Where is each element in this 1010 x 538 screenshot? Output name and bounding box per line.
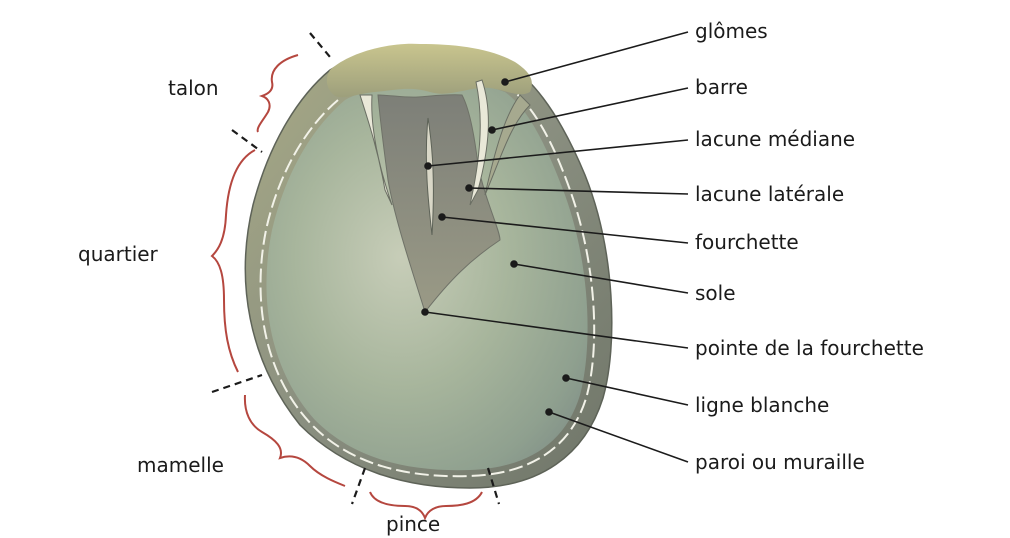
label-fourchette: fourchette	[695, 232, 799, 252]
dot-paroi	[546, 409, 552, 415]
bulbs	[327, 44, 532, 98]
label-pointe-de-la-fourchette: pointe de la fourchette	[695, 338, 924, 358]
label-pince: pince	[386, 514, 440, 534]
label-glomes: glômes	[695, 21, 768, 41]
dot-lacune-mediane	[425, 163, 431, 169]
dot-sole	[511, 261, 517, 267]
leader-glomes	[505, 32, 688, 82]
label-lacune-mediane: lacune médiane	[695, 129, 855, 149]
tick-talon-quartier	[232, 130, 262, 152]
tick-quartier-mamelle	[212, 375, 262, 392]
dot-lacune-laterale	[466, 185, 472, 191]
label-mamelle: mamelle	[137, 455, 224, 475]
dot-ligne-blanche	[563, 375, 569, 381]
label-paroi-ou-muraille: paroi ou muraille	[695, 452, 865, 472]
label-quartier: quartier	[78, 244, 158, 264]
dot-pointe	[422, 309, 428, 315]
label-talon: talon	[168, 78, 219, 98]
dot-fourchette	[439, 214, 445, 220]
label-barre: barre	[695, 77, 748, 97]
dot-glomes	[502, 79, 508, 85]
tick-pince-left	[352, 468, 365, 504]
dot-barre	[489, 127, 495, 133]
label-lacune-laterale: lacune latérale	[695, 184, 844, 204]
label-sole: sole	[695, 283, 736, 303]
label-ligne-blanche: ligne blanche	[695, 395, 829, 415]
tick-talon-top	[310, 33, 330, 57]
